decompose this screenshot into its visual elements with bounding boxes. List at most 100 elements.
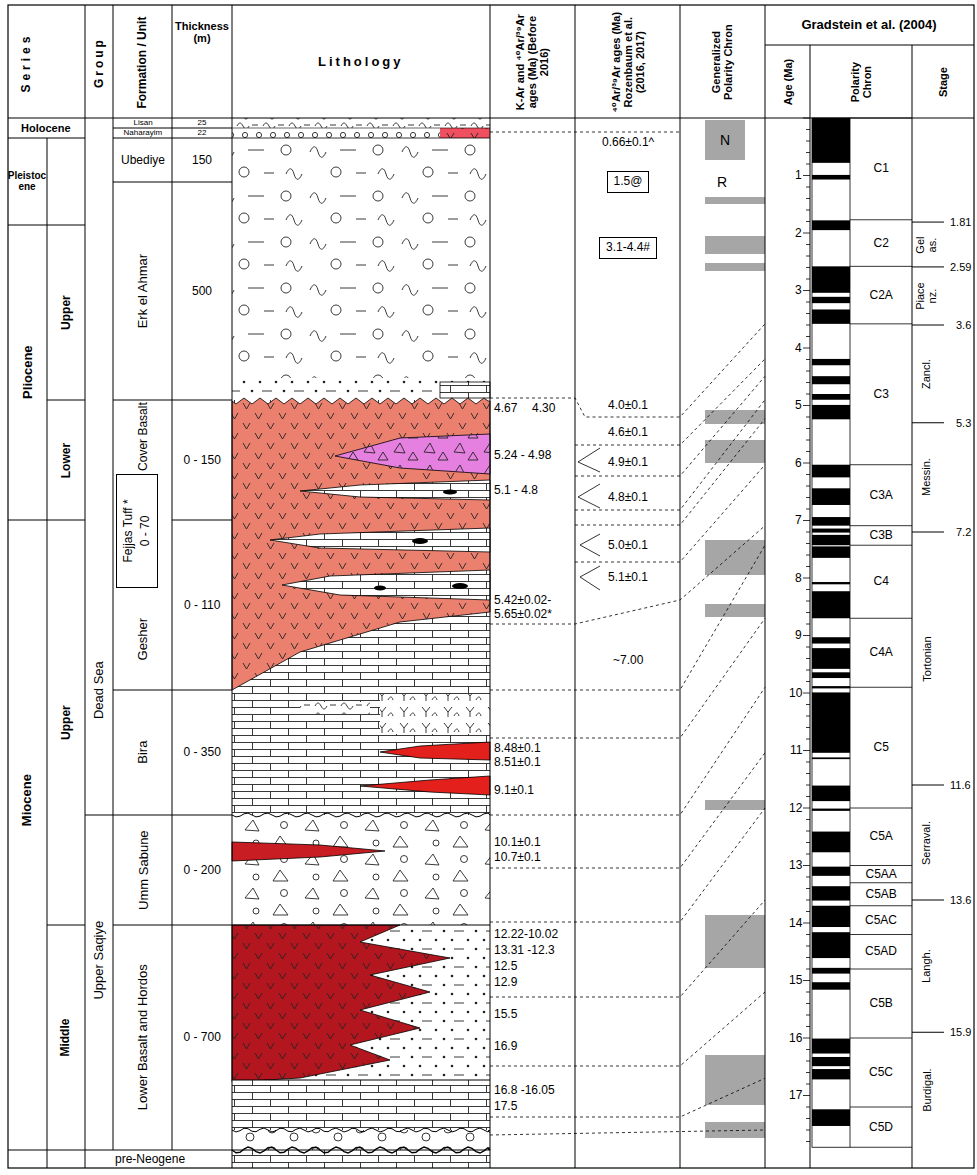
column-header: Gradstein et al. (2004) (794, 18, 944, 32)
chron-boundary (850, 323, 912, 324)
basalt-marks (232, 925, 450, 1082)
epoch-label: Pliocene (20, 345, 34, 398)
minor-tick (806, 900, 810, 901)
bed-boundary (232, 128, 490, 129)
normal-chron (812, 906, 850, 927)
age-tick-label: 3 (795, 284, 802, 297)
normal-chron (812, 692, 850, 752)
grid-line (85, 815, 232, 816)
formation-label: Lisan (134, 119, 153, 128)
chron-boundary (850, 969, 912, 970)
grid-line (113, 925, 232, 926)
normal-chron (812, 832, 850, 853)
grid-line (680, 5, 681, 1168)
correlation-line (490, 900, 765, 997)
grid-line (172, 520, 232, 521)
stage-label: Burdigal. (920, 1068, 932, 1111)
k-ar-age: 12.5 (494, 960, 517, 973)
interfingering-mark (580, 566, 600, 590)
interfingering-mark (578, 448, 600, 472)
stage-boundary-age: 7.2 (956, 526, 971, 538)
column-header: Generalized Polarity Chron (710, 12, 734, 112)
normal-polarity-bar (705, 1055, 765, 1105)
minor-tick (806, 785, 810, 786)
grid-line (172, 5, 173, 1150)
normal-chron (812, 886, 850, 900)
normal-chron (812, 394, 850, 400)
major-tick (803, 348, 810, 349)
chron-boundary (850, 219, 912, 220)
correlation-line (575, 400, 765, 510)
thickness-value: 0 - 110 (184, 599, 220, 612)
chron-boundary (850, 882, 912, 883)
chron-label: C3 (874, 388, 889, 401)
k-ar-age: 5.24 - 4.98 (494, 449, 551, 462)
group-label: Dead Sea (92, 661, 106, 719)
major-tick (803, 750, 810, 751)
grid-line (113, 182, 232, 183)
age-tick-label: 6 (795, 457, 802, 470)
chron-boundary (850, 934, 912, 935)
grid-line (8, 520, 85, 521)
grid-line (47, 400, 85, 401)
lithology-column (232, 118, 490, 1168)
k-ar-age: 5.1 - 4.8 (494, 484, 538, 497)
normal-chron (812, 786, 850, 802)
age-tick-label: 8 (795, 572, 802, 585)
minor-tick (806, 187, 810, 188)
major-tick (803, 1095, 810, 1096)
formation-label: pre-Neogene (115, 1153, 185, 1166)
normal-chron (812, 809, 850, 811)
major-tick (803, 175, 810, 176)
chron-label: C5A (870, 830, 893, 843)
naharayim-lithology (232, 128, 490, 138)
normal-chron (812, 1069, 850, 1079)
umm-sabune-lithology (232, 815, 490, 925)
minor-tick (806, 417, 810, 418)
minor-tick (806, 497, 810, 498)
correlation-line (575, 376, 765, 476)
epoch-label: Upper (59, 295, 72, 330)
k-ar-age: 8.51±0.1 (494, 756, 541, 769)
minor-tick (806, 1084, 810, 1085)
ar-ar-age: 5.1±0.1 (608, 571, 648, 584)
minor-tick (806, 831, 810, 832)
stage-label: Messin. (920, 458, 932, 496)
minor-tick (806, 486, 810, 487)
thickness-value: 500 (192, 285, 212, 298)
minor-tick (806, 428, 810, 429)
minor-tick (806, 543, 810, 544)
normal-chron (812, 982, 850, 989)
correlation-line (575, 419, 765, 525)
grid-line (47, 925, 85, 926)
minor-tick (806, 1026, 810, 1027)
major-tick (803, 808, 810, 809)
normal-chron (812, 535, 850, 545)
k-ar-age: 10.7±0.1 (494, 851, 541, 864)
column-header: Stage (937, 67, 949, 97)
normal-polarity-bar (705, 236, 765, 254)
column-header: Formation / Unit (136, 16, 149, 108)
minor-tick (806, 256, 810, 257)
correlation-line (490, 808, 765, 922)
thickness-value: 0 - 150 (184, 454, 221, 467)
normal-polarity-bar (705, 410, 765, 424)
minor-tick (806, 624, 810, 625)
column-header: Polarity Chron (849, 47, 873, 117)
normal-polarity-bar (705, 604, 765, 617)
age-tick-label: 14 (789, 917, 802, 930)
stage-label: Serraval. (920, 821, 932, 865)
minor-tick (806, 1061, 810, 1062)
limestone-bed (232, 1080, 490, 1130)
age-tick-label: 4 (795, 342, 802, 355)
formation-label: Umm Sabune (136, 830, 150, 909)
k-ar-age: 16.9 (494, 1040, 517, 1053)
basalt-marks (232, 398, 490, 690)
stage-label: Langh. (920, 949, 932, 983)
minor-tick (806, 819, 810, 820)
k-ar-age: 8.48±0.1 (494, 742, 541, 755)
normal-polarity-bar (705, 197, 765, 204)
stage-boundary-age: 13.6 (950, 894, 971, 906)
limestone-tongue (282, 570, 490, 600)
minor-tick (806, 371, 810, 372)
